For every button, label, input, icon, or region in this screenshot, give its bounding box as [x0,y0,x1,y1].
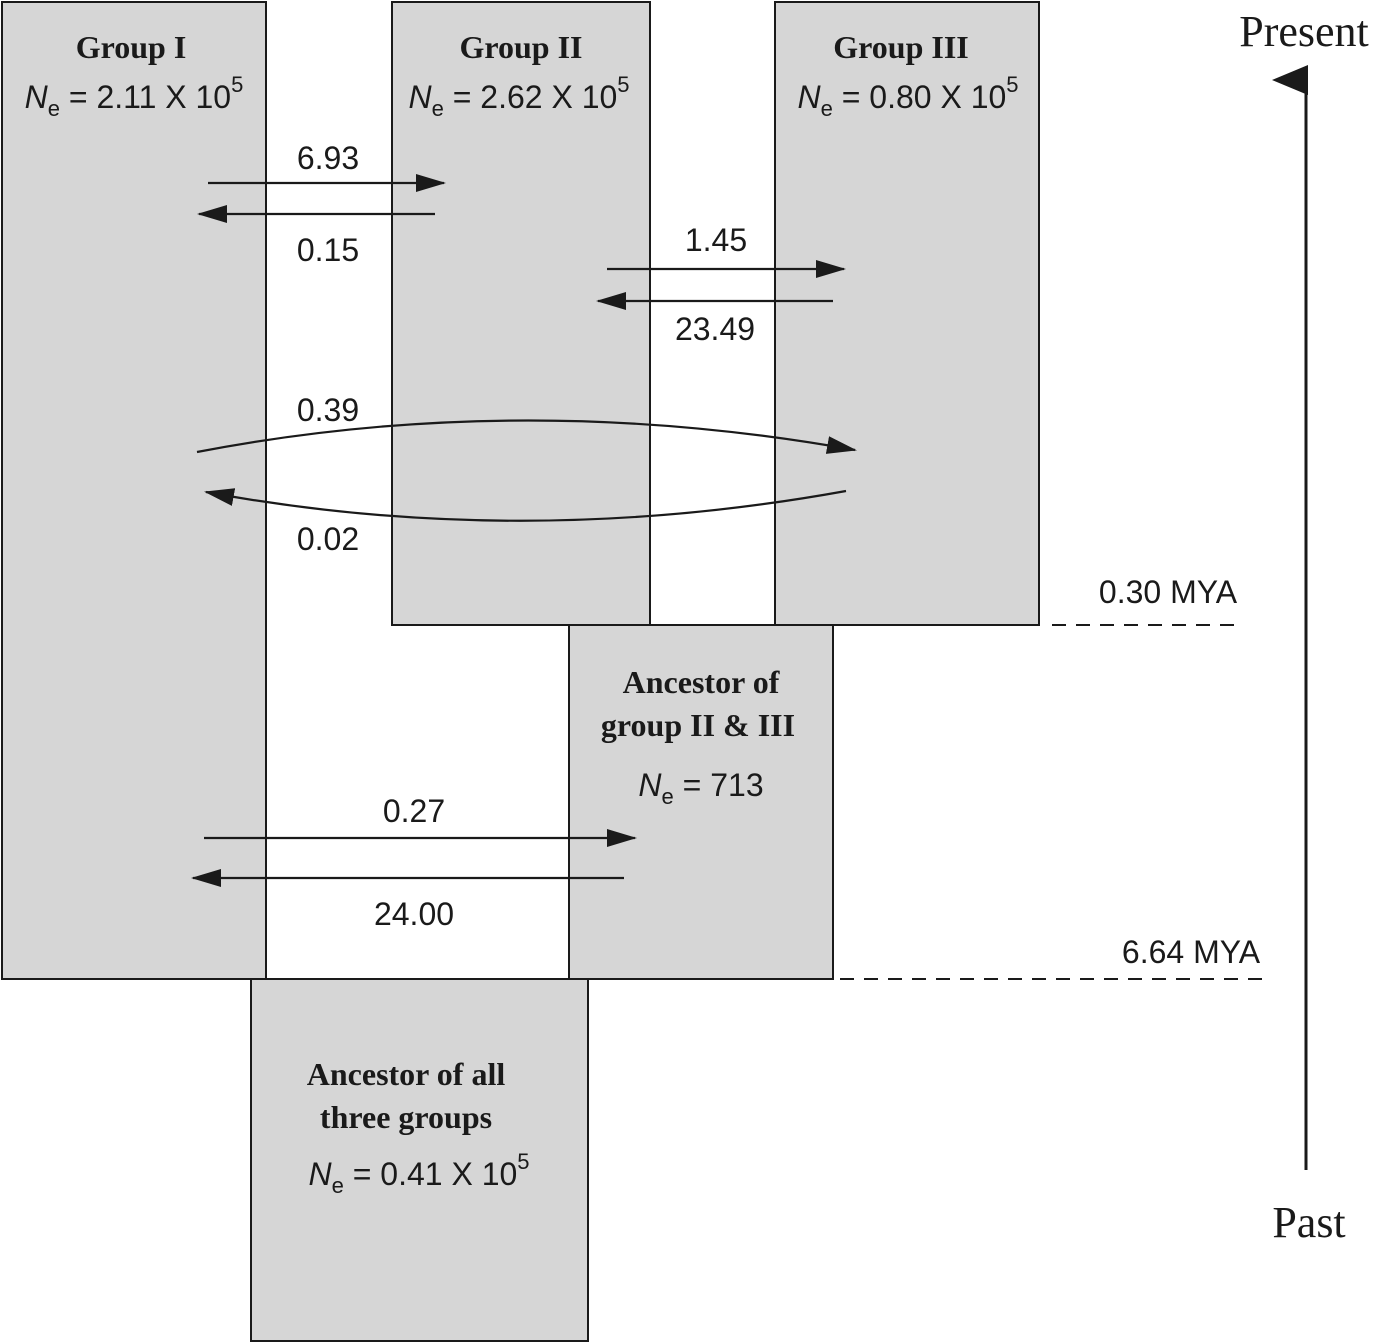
migration-rate-g1-to-anc23: 0.27 [383,793,445,829]
migration-rate-anc23-to-g1: 24.00 [374,896,454,932]
time-marker-recent: 0.30 MYA [1099,574,1238,610]
migration-rate-g3-to-g1: 0.02 [297,521,359,557]
migration-rate-g2-to-g3: 1.45 [685,222,747,258]
group-1-ne: Ne = 2.11 X 105 [25,72,244,121]
migration-rate-g3-to-g2: 23.49 [675,311,755,347]
migration-arrow-g1-to-g3 [196,419,857,454]
group-1-label: Group I [76,29,187,65]
group-1-box [1,1,267,980]
group-2-label: Group II [459,29,582,65]
time-marker-old: 6.64 MYA [1122,934,1261,970]
group-3-box [774,1,1040,626]
migration-rate-g1-to-g2: 6.93 [297,140,359,176]
group-3-ne: Ne = 0.80 X 105 [797,72,1018,121]
group-2-ne: Ne = 2.62 X 105 [408,72,629,121]
migration-arrow-g3-to-g1 [204,488,847,522]
ancestor-group-2-3-label-line1: Ancestor of [623,664,780,700]
ancestor-group-2-3-label-line2: group II & III [601,707,795,743]
ancestor-all-ne: Ne = 0.41 X 105 [308,1149,529,1198]
ancestor-all-box [250,978,589,1342]
migration-rate-g2-to-g1: 0.15 [297,232,359,268]
ancestor-all-label-line2: three groups [320,1099,492,1135]
group-3-label: Group III [833,29,968,65]
migration-rate-g1-to-g3: 0.39 [297,392,359,428]
time-axis-past-label: Past [1272,1198,1345,1247]
ancestor-group-2-3-ne: Ne = 713 [638,767,763,809]
ancestor-group-2-3-box [568,624,834,980]
ancestor-all-label-line1: Ancestor of all [307,1056,506,1092]
time-axis-present-label: Present [1239,7,1369,56]
